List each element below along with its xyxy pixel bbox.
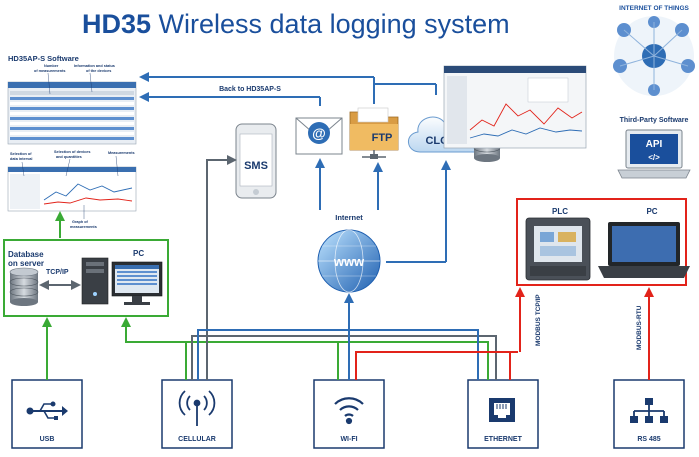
- ann-selection-devices-2: and quantities: [56, 155, 82, 159]
- laptop-api-icon: [617, 129, 691, 179]
- link-cellular-to-sms: [206, 155, 237, 380]
- ftp-folder-icon: [349, 107, 399, 159]
- interface-cellular: CELLULAR: [161, 379, 233, 449]
- ann-info-status-2: of the devices: [86, 69, 111, 73]
- database-label-1: Database: [8, 250, 44, 259]
- cellular-icon: [178, 390, 216, 426]
- link-cellular-to-internet: [197, 329, 349, 380]
- iot-icon: [613, 16, 695, 96]
- plc-group-box: [516, 198, 687, 286]
- cloud-dashboard-screenshot: [443, 65, 587, 149]
- interface-ethernet: ETHERNET: [467, 379, 539, 449]
- main-title: HD35 Wireless data logging system: [82, 9, 510, 39]
- ann-number-measurements-1: Number: [44, 64, 59, 68]
- software-screenshot-bottom: [7, 166, 137, 212]
- laptop-pc-icon: [598, 222, 690, 278]
- pc-right-label: PC: [646, 207, 657, 216]
- usb-icon: [26, 401, 68, 420]
- plc-label: PLC: [552, 207, 568, 216]
- wifi-icon: [334, 397, 364, 425]
- ftp-label: FTP: [372, 132, 393, 144]
- modbus-rtu-label: MODBUS-RTU: [636, 305, 643, 350]
- interface-usb: USB: [11, 379, 83, 449]
- internet-label: Internet: [335, 213, 363, 222]
- plc-device-icon: [525, 217, 591, 281]
- ethernet-icon: [489, 398, 515, 422]
- link-wifi-to-server: [186, 341, 339, 380]
- sms-label: SMS: [244, 160, 268, 172]
- ann-selection-interval-1: Selection of: [10, 152, 32, 156]
- back-to-software-label: Back to HD35AP-S: [219, 86, 281, 93]
- pc-left-label: PC: [133, 249, 144, 258]
- interface-ethernet-label: ETHERNET: [484, 436, 522, 443]
- interface-usb-label: USB: [40, 436, 55, 443]
- globe-icon: [317, 229, 381, 293]
- ann-selection-devices-1: Selection of devices: [54, 150, 91, 154]
- database-label-2: on server: [8, 259, 44, 268]
- software-screenshot-top: [7, 81, 137, 145]
- pc-tower-icon: [81, 257, 109, 305]
- pc-monitor-icon: [111, 261, 163, 305]
- interface-wifi: WI-FI: [313, 379, 385, 449]
- ann-measurements: Measurements: [108, 151, 135, 155]
- interface-rs485: RS 485: [613, 379, 685, 449]
- third-party-label: Third-Party Software: [620, 117, 689, 124]
- modbus-tcpip-label: MODBUS TCP/IP: [535, 294, 542, 346]
- svg-text:@: @: [312, 125, 326, 141]
- iot-label: INTERNET OF THINGS: [619, 5, 689, 12]
- ann-graph-1: Graph of: [72, 220, 89, 224]
- ann-info-status-1: Information and status: [74, 64, 115, 68]
- link-cellular-to-server: [121, 317, 187, 380]
- link-wifi-to-plc: [355, 351, 518, 380]
- ann-selection-interval-2: data interval: [10, 157, 32, 161]
- link-gateway-bus: [191, 335, 497, 380]
- server-group-box: [3, 239, 169, 317]
- www-label: www: [333, 254, 365, 269]
- ann-number-measurements-2: of measurements: [34, 69, 65, 73]
- sms-phone-icon: [235, 123, 277, 199]
- software-title: HD35AP-S Software: [8, 54, 79, 63]
- interface-rs485-label: RS 485: [637, 436, 660, 443]
- interface-wifi-label: WI-FI: [340, 436, 357, 443]
- link-ethernet-to-internet: [349, 329, 479, 380]
- database-icon: [9, 267, 39, 306]
- api-label: API: [646, 139, 663, 150]
- link-ethernet-to-server: [338, 341, 489, 380]
- rs485-icon: [630, 398, 668, 423]
- code-icon: </>: [648, 153, 660, 162]
- email-icon: @: [295, 117, 343, 155]
- interface-cellular-label: CELLULAR: [178, 436, 216, 443]
- ann-graph-2: measurements: [70, 225, 97, 229]
- tcpip-label: TCP/IP: [46, 269, 69, 276]
